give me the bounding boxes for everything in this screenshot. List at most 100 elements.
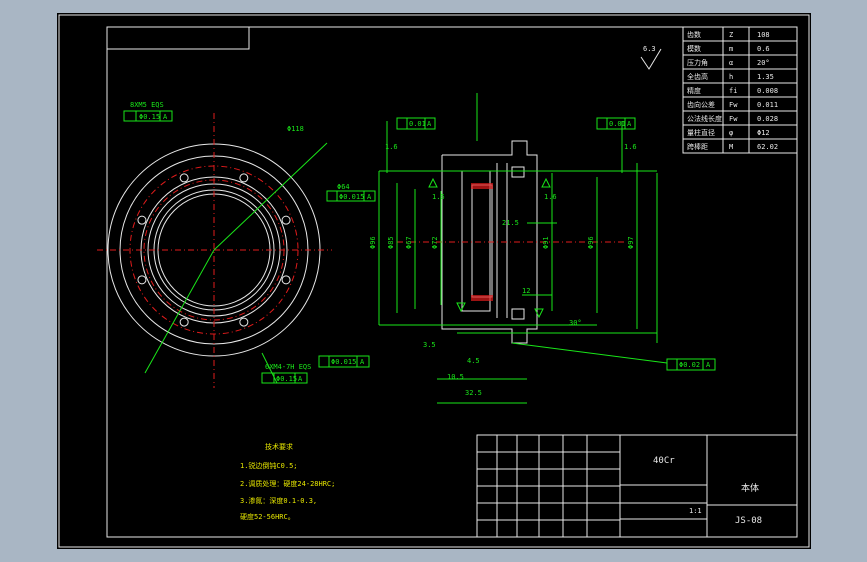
dia-label: Φ85: [387, 236, 395, 249]
param-value: 20°: [757, 59, 770, 67]
param-value: 108: [757, 31, 770, 39]
fcf-bottom-left: Φ0.015 A: [318, 355, 370, 368]
dia-label: Φ97: [627, 236, 635, 249]
dim-325: 32.5: [465, 389, 482, 397]
svg-text:Φ0.15: Φ0.15: [139, 113, 160, 121]
dim-215: 21.5: [502, 219, 519, 227]
dia-label: Φ96: [587, 236, 595, 249]
svg-text:Φ0.015: Φ0.015: [339, 193, 364, 201]
notes-title: 技术要求: [265, 442, 293, 451]
svg-text:Φ0.02: Φ0.02: [679, 361, 700, 369]
param-value: 1.35: [757, 73, 774, 81]
svg-text:A: A: [627, 120, 632, 128]
param-name: 跨棒距: [687, 142, 708, 151]
svg-text:2.调质处理：硬度24-28HRC;: 2.调质处理：硬度24-28HRC;: [240, 479, 335, 488]
dim-45: 4.5: [467, 357, 480, 365]
dim-35: 3.5: [423, 341, 436, 349]
svg-text:Φ0.015: Φ0.015: [331, 358, 356, 366]
svg-text:A: A: [298, 375, 303, 383]
svg-text:1.锐边倒钝C0.5;: 1.锐边倒钝C0.5;: [240, 461, 298, 470]
param-symbol: φ: [729, 129, 733, 137]
holes-top-note: 8XM5 EQS: [130, 101, 164, 109]
svg-text:6.3: 6.3: [643, 45, 656, 53]
param-symbol: α: [729, 59, 733, 67]
bolt-hole: [137, 215, 147, 225]
title-block: 40Cr 本体 JS-08 1:1: [476, 434, 798, 538]
fcf-pitch: Φ0.015 A: [326, 190, 376, 202]
param-symbol: fi: [729, 87, 737, 95]
svg-text:3.渗氮：深度0.1-0.3,: 3.渗氮：深度0.1-0.3,: [240, 496, 317, 505]
param-symbol: h: [729, 73, 733, 81]
dim-30deg: 30°: [569, 319, 582, 327]
svg-text:A: A: [706, 361, 711, 369]
param-symbol: Fw: [729, 115, 738, 123]
bolt-hole: [179, 317, 189, 327]
dia-label: Φ67: [405, 236, 413, 249]
bolt-hole: [281, 215, 291, 225]
rough-16-d: 1.6: [544, 193, 557, 201]
bolt-hole: [239, 317, 249, 327]
holes-bottom-note: 6XM4-7H EQS: [265, 363, 311, 371]
dia-pitch-label: Φ64: [337, 183, 350, 191]
corner-box: [106, 26, 250, 50]
material-label: 40Cr: [653, 456, 675, 466]
bolt-hole: [179, 173, 189, 183]
param-name: 精度: [687, 86, 701, 95]
section-view: 32.5 21.5 12 10.5 4.5 3.5 30° 1.6 1.6 1.…: [369, 93, 668, 404]
inner-border: [106, 26, 798, 538]
dia-label: Φ91: [542, 236, 550, 249]
dia-label: Φ96: [369, 236, 377, 249]
roughness-symbol: 6.3: [640, 45, 662, 70]
bolt-hole: [281, 275, 291, 285]
bolt-hole: [239, 173, 249, 183]
svg-text:A: A: [163, 113, 168, 121]
technical-notes: 技术要求 1.锐边倒钝C0.5; 2.调质处理：硬度24-28HRC; 3.渗氮…: [240, 442, 335, 521]
param-name: 压力角: [687, 58, 708, 67]
front-view: Φ118 Φ64: [97, 113, 350, 388]
drawing-canvas[interactable]: 齿数 Z 108 模数 m 0.6 压力角 α 20° 全齿高 h 1.35 精度 fi 0.008 齿向公差…: [57, 13, 811, 549]
svg-text:硬度52-56HRC。: 硬度52-56HRC。: [240, 512, 295, 521]
param-value: 0.6: [757, 45, 770, 53]
param-value: 0.011: [757, 101, 778, 109]
drawing-svg: 齿数 Z 108 模数 m 0.6 压力角 α 20° 全齿高 h 1.35 精度 fi 0.008 齿向公差…: [58, 14, 810, 548]
rough-16-a: 1.6: [385, 143, 398, 151]
drawing-no-label: JS-08: [735, 516, 762, 526]
param-name: 齿数: [687, 30, 701, 39]
param-name: 模数: [687, 44, 701, 53]
outer-border: [58, 14, 810, 548]
fcf-bottom: Φ0.15 A: [261, 372, 308, 384]
scale-label: 1:1: [689, 507, 702, 515]
param-name: 公法线长度: [687, 114, 722, 123]
svg-text:A: A: [360, 358, 365, 366]
rough-16-b: 1.6: [624, 143, 637, 151]
param-value: Φ12: [757, 129, 770, 137]
svg-text:Φ0.15: Φ0.15: [276, 375, 297, 383]
param-name: 量柱直径: [687, 128, 715, 137]
dim-12: 12: [522, 287, 530, 295]
svg-text:0.01: 0.01: [609, 120, 626, 128]
fcf-runout-left: 0.01 A: [396, 117, 436, 130]
param-symbol: Z: [729, 31, 733, 39]
dia-label: Φ72: [431, 236, 439, 249]
rough-16-c: 1.6: [432, 193, 445, 201]
part-name-label: 本体: [741, 482, 759, 494]
fcf-bottom-right: Φ0.02 A: [666, 358, 716, 371]
fcf-top: Φ0.15 A: [123, 110, 173, 122]
fcf-runout-right: 0.01 A: [596, 117, 636, 130]
svg-text:0.01: 0.01: [409, 120, 426, 128]
dim-105: 10.5: [447, 373, 464, 381]
svg-text:A: A: [427, 120, 432, 128]
param-symbol: m: [729, 45, 733, 53]
param-value: 0.008: [757, 87, 778, 95]
svg-text:A: A: [367, 193, 372, 201]
param-value: 62.02: [757, 143, 778, 151]
param-name: 齿向公差: [687, 100, 715, 109]
gear-parameter-table: 齿数 Z 108 模数 m 0.6 压力角 α 20° 全齿高 h 1.35 精度 fi 0.008 齿向公差…: [682, 26, 798, 154]
param-value: 0.028: [757, 115, 778, 123]
param-symbol: Fw: [729, 101, 738, 109]
bolt-hole: [137, 275, 147, 285]
param-name: 全齿高: [687, 72, 708, 81]
param-symbol: M: [729, 143, 733, 151]
dia-circle-label: Φ118: [287, 125, 304, 133]
